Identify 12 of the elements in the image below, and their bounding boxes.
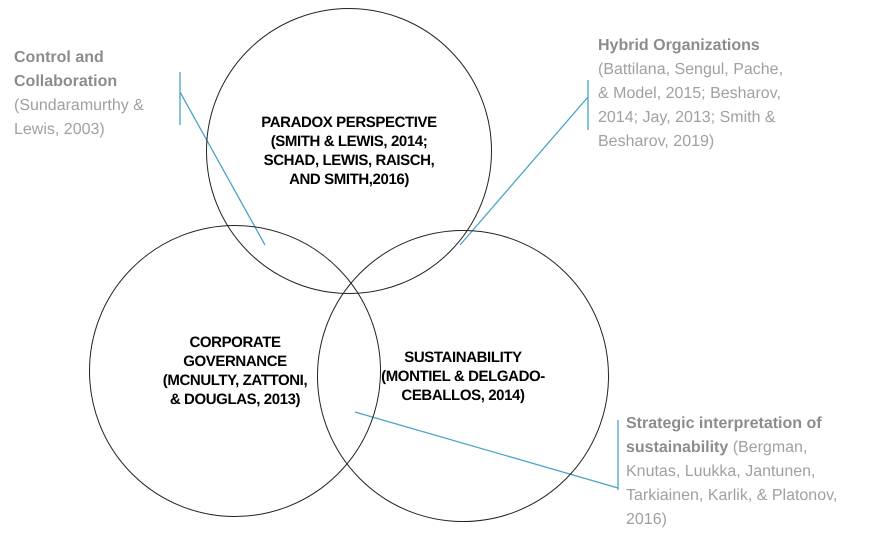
venn-circle	[89, 225, 381, 517]
leader-line	[179, 71, 266, 246]
leader-line	[354, 411, 619, 491]
circle-label: SUSTAINABILITY (MONTIEL & DELGADO-CEBALLOS, 2014)	[380, 348, 546, 404]
leader-line	[459, 79, 589, 246]
circle-label: CORPORATE GOVERNANCE (MCNULTY, ZATTONI, & DOUGLAS, 2013)	[162, 333, 308, 409]
callout-text: Strategic interpretation of sustainability (Bergman, Knutas, Luukka, Jantunen, Tarkiainen, Karlik, & Platonov, 2016)	[626, 412, 866, 532]
callout-text: Hybrid Organizations (Battilana, Sengul, Pache, & Model, 2015; Besharov, 2014; Jay, 2013; Smith & Besharov, 2019)	[598, 34, 798, 154]
venn-circle	[206, 8, 492, 294]
venn-circle	[317, 230, 609, 522]
circle-label: PARADOX PERSPECTIVE (SMITH & LEWIS, 2014; SCHAD, LEWIS, RAISCH, AND SMITH,2016)	[260, 113, 438, 189]
callout-text: Control and Collaboration (Sundaramurthy & Lewis, 2003)	[14, 46, 179, 142]
